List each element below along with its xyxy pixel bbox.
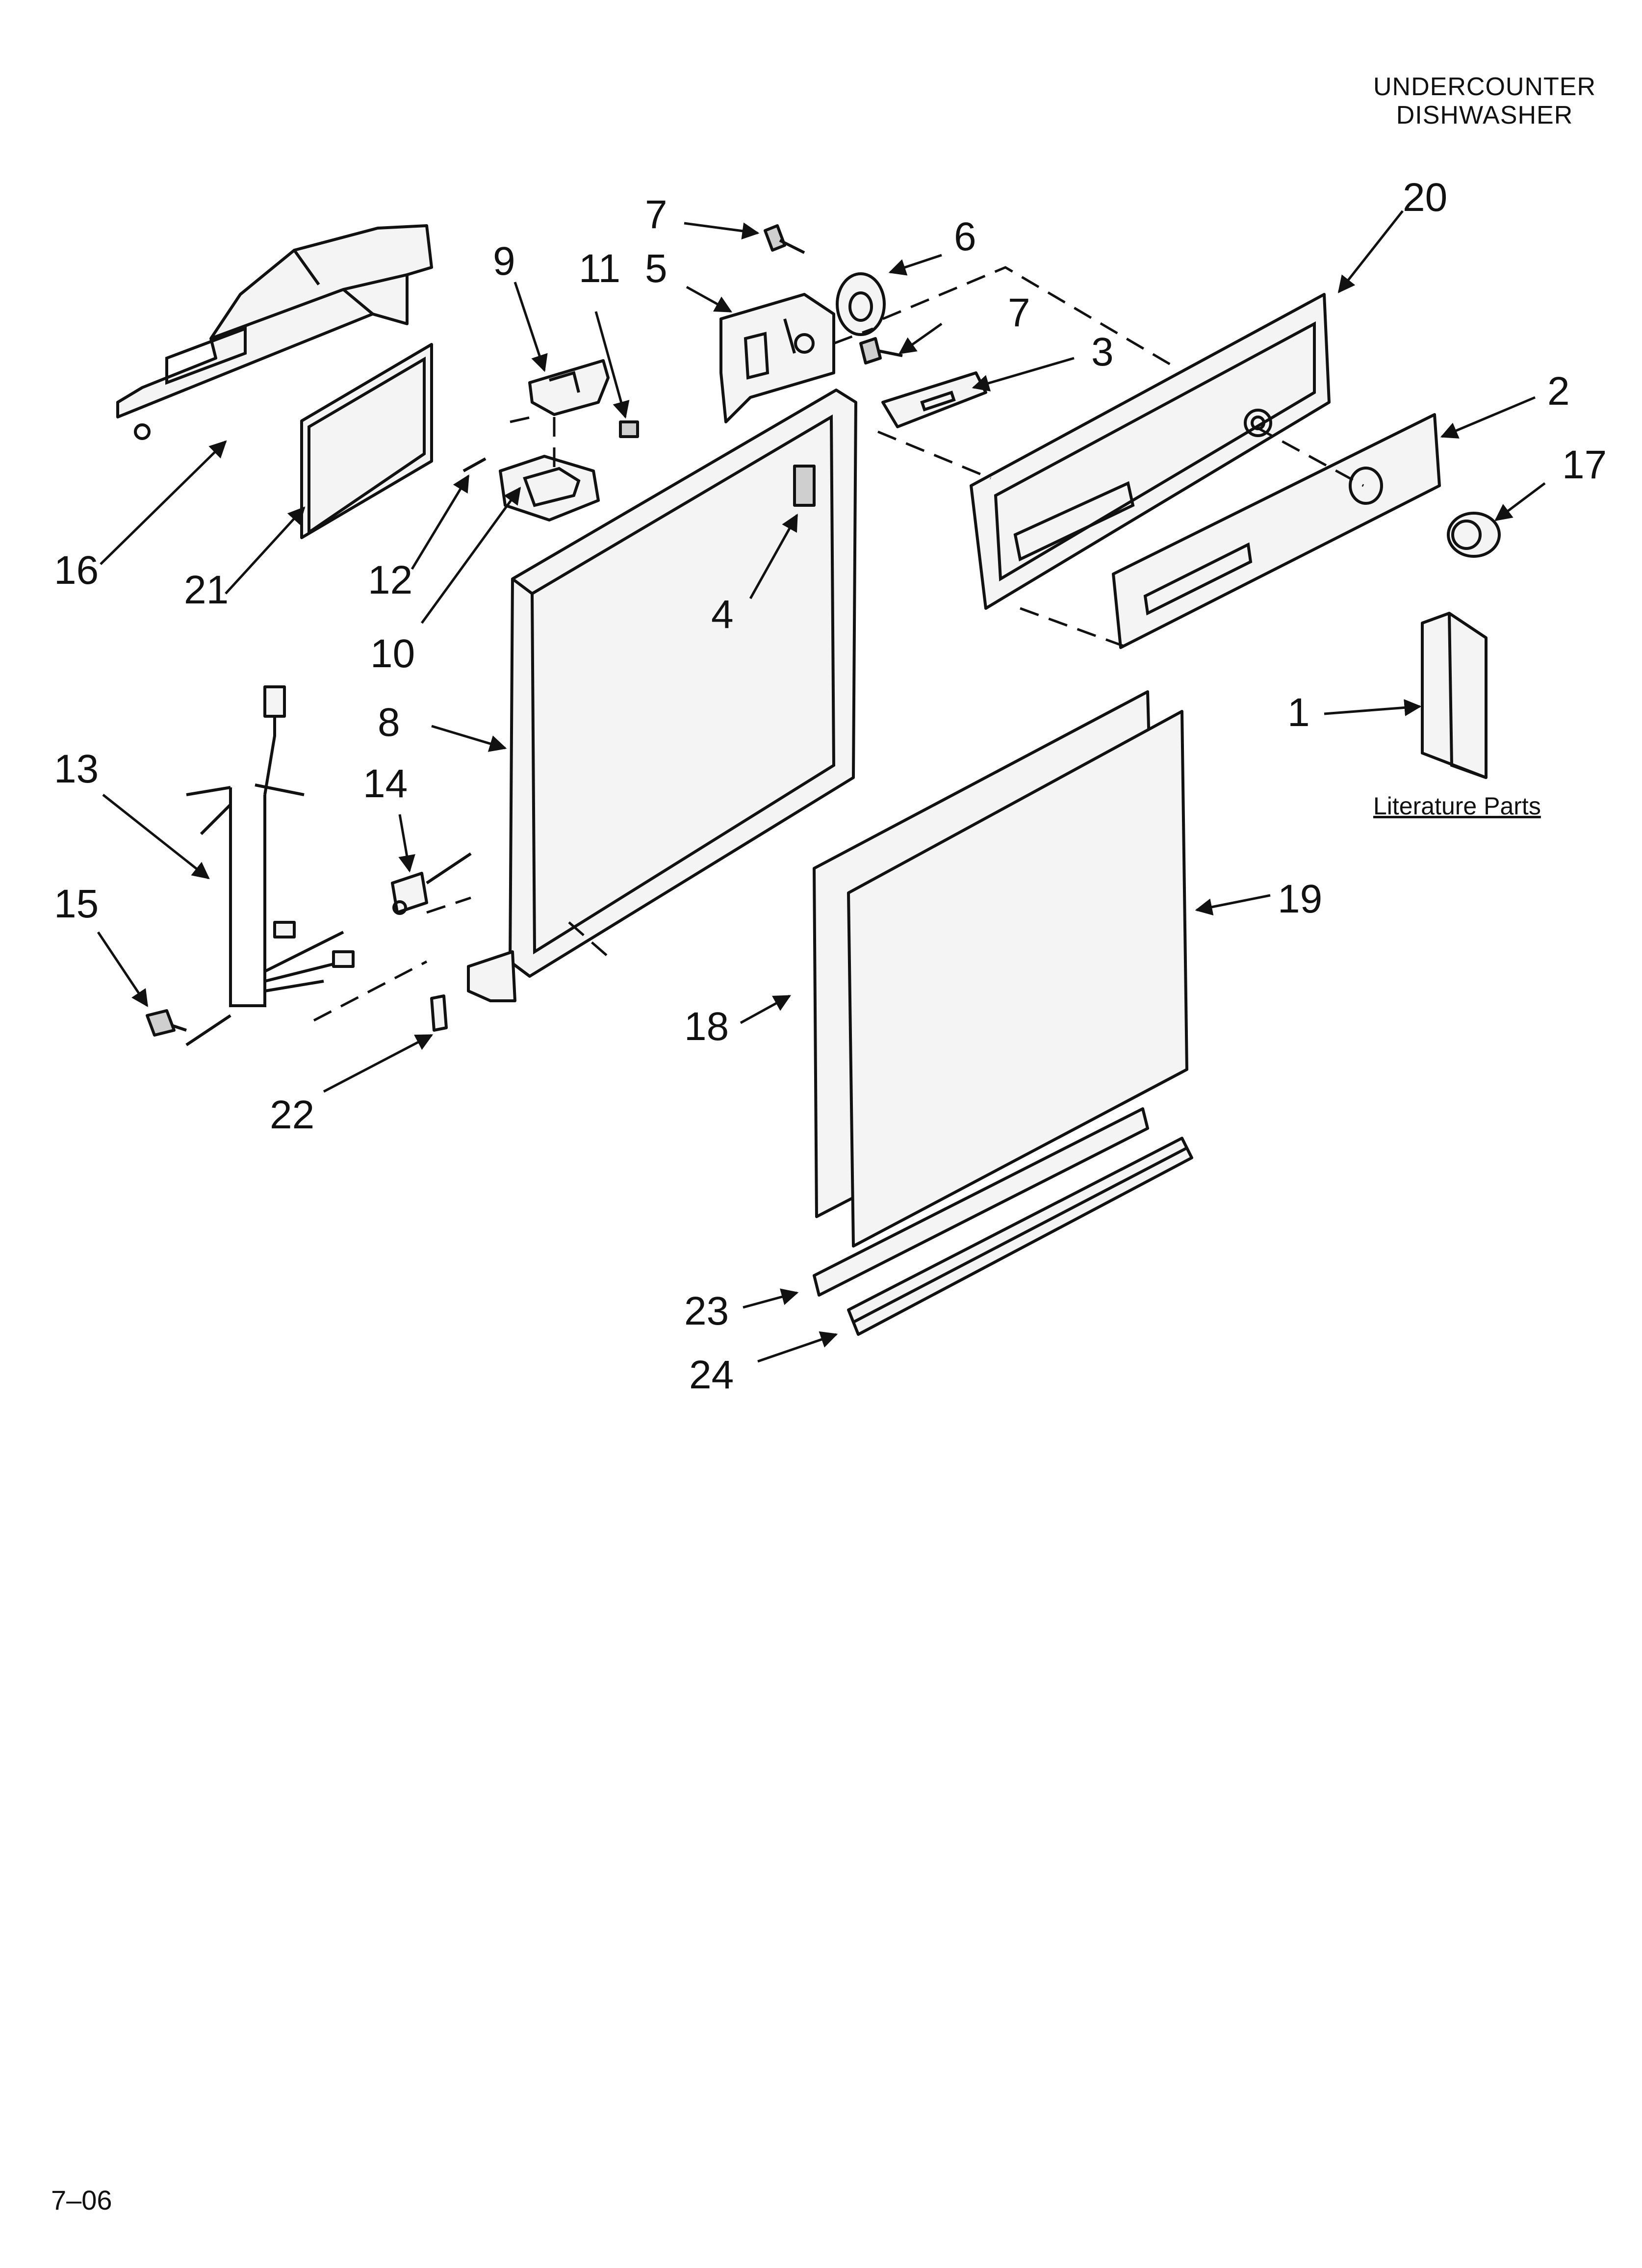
- part-latch-keeper: [499, 455, 600, 521]
- callout-2: 2: [1547, 369, 1570, 414]
- callout-9: 9: [493, 239, 515, 284]
- callout-17: 17: [1562, 443, 1607, 487]
- part-wire-harness: [186, 685, 355, 1007]
- callout-24: 24: [689, 1353, 734, 1397]
- callout-5: 5: [645, 246, 667, 291]
- callout-1: 1: [1287, 690, 1310, 735]
- part-door-switch: [391, 852, 472, 915]
- callout-7-top: 7: [645, 192, 667, 237]
- part-switch-bracket: [881, 371, 987, 428]
- part-bottom-rail: [847, 1137, 1193, 1336]
- part-knob: [1447, 512, 1501, 558]
- callout-10: 10: [370, 631, 415, 676]
- callout-13: 13: [54, 747, 99, 791]
- part-bottom-trim: [813, 1107, 1149, 1297]
- part-panel-overlay: [1112, 413, 1441, 649]
- part-outer-door-panel: [847, 710, 1188, 1248]
- leader-lines: [97, 210, 1546, 1363]
- part-screw-mid: [859, 337, 903, 365]
- callout-19: 19: [1278, 877, 1322, 921]
- callout-22: 22: [270, 1093, 314, 1137]
- callout-8: 8: [378, 700, 400, 745]
- part-cam: [836, 272, 886, 336]
- callout-15: 15: [54, 882, 99, 926]
- part-switch-housing: [719, 293, 835, 423]
- footer-code: 7–06: [51, 2185, 112, 2216]
- diagram-title: UNDERCOUNTER DISHWASHER: [1373, 73, 1596, 130]
- literature-parts-label: Literature Parts: [1373, 792, 1541, 820]
- callout-21: 21: [184, 568, 229, 612]
- callout-23: 23: [684, 1289, 729, 1333]
- part-vent-duct: [116, 224, 433, 440]
- callout-14: 14: [363, 761, 408, 806]
- title-line-1: UNDERCOUNTER: [1373, 73, 1596, 101]
- callout-20: 20: [1403, 175, 1447, 220]
- part-literature: [1421, 612, 1488, 779]
- part-gasket-panel: [300, 343, 433, 539]
- part-clip: [430, 994, 448, 1032]
- callout-18: 18: [684, 1004, 729, 1049]
- callout-12: 12: [368, 558, 412, 602]
- callout-3: 3: [1091, 330, 1114, 374]
- part-screw-top: [764, 224, 805, 254]
- title-line-2: DISHWASHER: [1396, 101, 1573, 130]
- part-spring: [462, 457, 487, 472]
- part-latch-assembly: [528, 359, 639, 438]
- callout-4: 4: [711, 592, 734, 637]
- callout-11: 11: [579, 246, 620, 291]
- callout-6: 6: [954, 214, 976, 259]
- callout-16: 16: [54, 548, 99, 593]
- part-door-frame: [467, 389, 857, 1002]
- part-control-panel: [970, 293, 1331, 610]
- part-screw-harness: [146, 1009, 187, 1037]
- callout-labels: 7 6 20 9 11 5 7 3 2 17 1 16 21 12 10 4 8…: [54, 175, 1607, 1397]
- callout-7-mid: 7: [1008, 290, 1030, 335]
- assembly-lines: [185, 266, 1364, 1046]
